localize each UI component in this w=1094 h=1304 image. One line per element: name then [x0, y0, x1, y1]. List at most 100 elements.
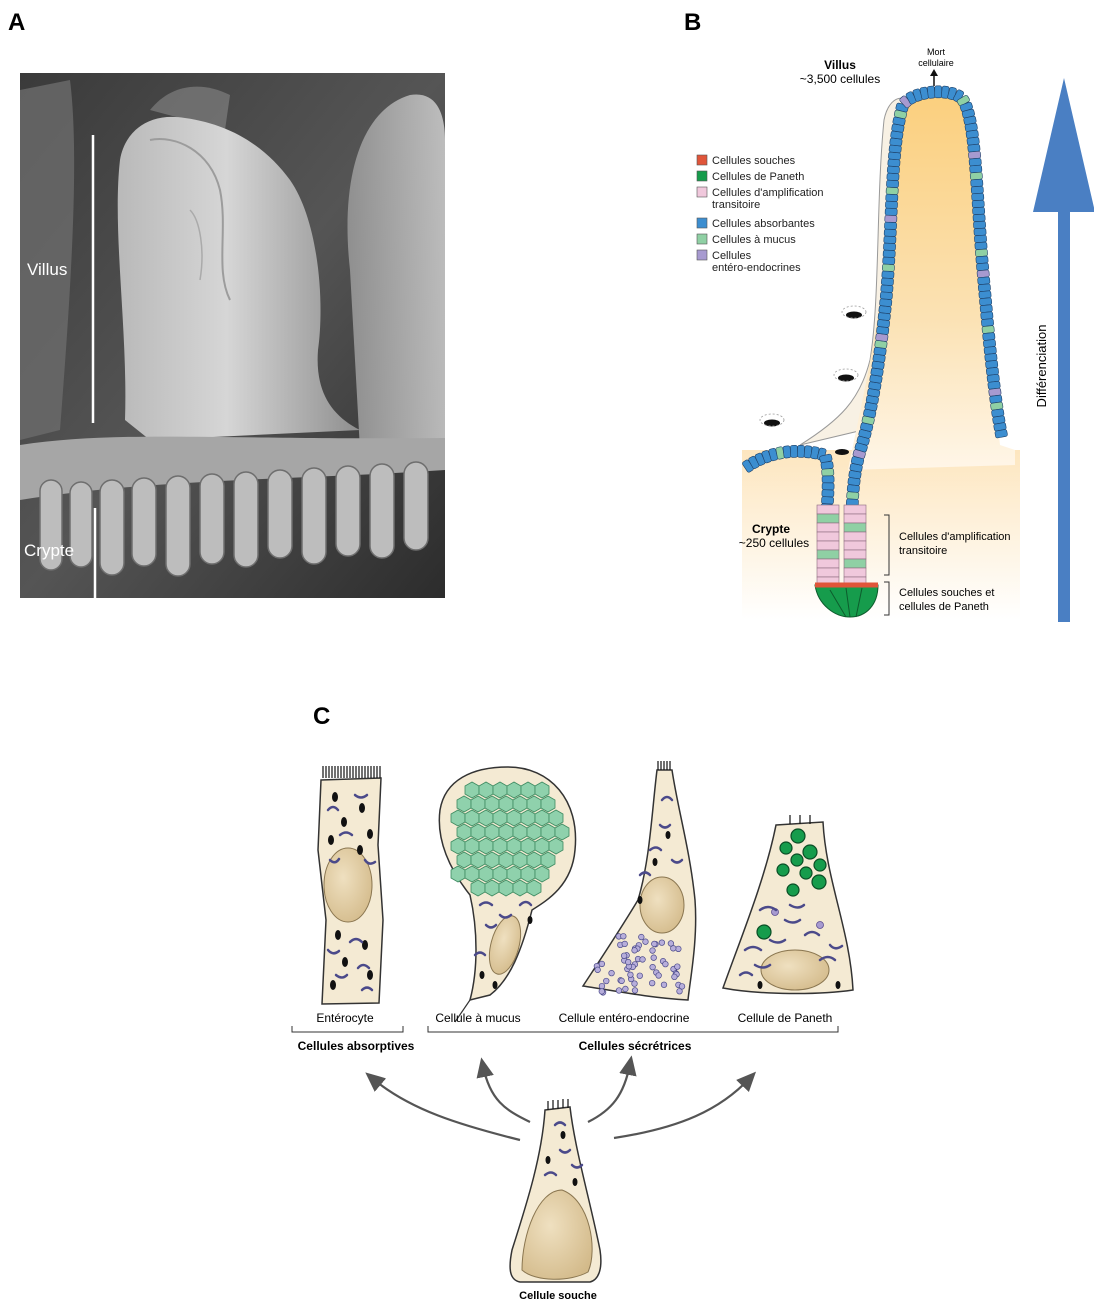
- epithelial-cell: [979, 291, 992, 299]
- paneth-label: Cellule de Paneth: [738, 1011, 833, 1025]
- mucus-granule: [541, 852, 555, 868]
- bracket-stem-line-2: cellules de Paneth: [899, 601, 989, 613]
- crypt-cell-left: [817, 559, 839, 568]
- mucus-granule: [485, 796, 499, 812]
- mucus-granule: [507, 866, 521, 882]
- secretory-granule: [663, 961, 669, 967]
- mucus-granule: [527, 880, 541, 896]
- enterocyte-label: Entérocyte: [316, 1011, 374, 1025]
- mucus-granule: [457, 796, 471, 812]
- secretory-granule: [609, 970, 615, 976]
- epithelial-cell: [978, 284, 991, 292]
- paneth-cell-illustration: [723, 815, 853, 994]
- mucus-granule: [549, 810, 563, 826]
- secretory-granule: [622, 941, 628, 947]
- crypt-cell-left: [817, 514, 839, 523]
- mucus-granule: [521, 810, 535, 826]
- secretory-granule: [659, 940, 665, 946]
- secretory-granule: [650, 964, 656, 970]
- epithelial-cell: [822, 469, 834, 477]
- stem-cell-illustration: [510, 1099, 601, 1282]
- crypt-cell-left: [817, 550, 839, 559]
- crypt-cell-right: [844, 550, 866, 559]
- legend-label: Cellules absorbantes: [712, 218, 815, 230]
- crypt-photo-label: Crypte: [24, 541, 74, 560]
- mucus-granule: [479, 838, 493, 854]
- panel-b-letter: B: [684, 9, 701, 36]
- mucus-granule: [499, 880, 513, 896]
- bracket-transit-line-2: transitoire: [899, 545, 947, 557]
- mucus-granule: [549, 838, 563, 854]
- epithelial-cell: [885, 201, 897, 209]
- epithelial-cell: [971, 186, 983, 194]
- secretory-granule: [632, 948, 638, 954]
- epithelial-cell: [975, 249, 987, 257]
- epithelial-cell: [847, 492, 859, 500]
- secretory-granule: [619, 978, 625, 984]
- mucus-granule: [493, 866, 507, 882]
- secretory-granule: [651, 955, 657, 961]
- mucus-granule: [521, 782, 535, 798]
- epithelial-cell: [881, 278, 893, 286]
- secretory-granule: [656, 973, 662, 979]
- legend-label: transitoire: [712, 199, 760, 211]
- mucus-granule: [451, 866, 465, 882]
- crypt-cell-right: [844, 568, 866, 577]
- mucus-granule: [507, 838, 521, 854]
- mucus-granule: [471, 796, 485, 812]
- crypt-title: Crypte: [752, 522, 790, 536]
- mucus-granule: [457, 852, 471, 868]
- crypt-cell-right: [844, 523, 866, 532]
- epithelial-cell: [968, 151, 981, 159]
- mucus-granule: [541, 796, 555, 812]
- epithelial-cell: [884, 222, 896, 230]
- secretory-granule: [603, 978, 609, 984]
- mucus-granule: [479, 810, 493, 826]
- goblet-cell-illustration: [439, 767, 575, 1022]
- epithelial-cell: [821, 497, 833, 505]
- crypt-count: ~250 cellules: [739, 536, 809, 550]
- epithelial-cell: [884, 229, 896, 237]
- mucus-granule: [535, 838, 549, 854]
- epithelial-cell: [783, 446, 791, 459]
- legend-label: entéro-endocrines: [712, 262, 801, 274]
- legend-label: Cellules d'amplification: [712, 187, 824, 199]
- sem-micrograph: [20, 73, 445, 598]
- crypt-cell-left: [817, 532, 839, 541]
- epithelial-cell: [979, 298, 992, 306]
- epithelial-cell: [882, 264, 894, 272]
- villus-count: ~3,500 cellules: [800, 72, 880, 86]
- secretory-granule: [651, 941, 657, 947]
- secretory-granule: [621, 953, 627, 959]
- secretory-granule: [621, 933, 627, 939]
- mucus-granule: [471, 852, 485, 868]
- secretory-granule: [640, 957, 646, 963]
- mucus-granule: [499, 852, 513, 868]
- secretory-granule: [625, 959, 631, 965]
- mucus-granule: [535, 782, 549, 798]
- stem-cell-label: Cellule souche: [519, 1290, 597, 1302]
- secretory-granule: [638, 934, 644, 940]
- epithelial-cell: [976, 263, 989, 271]
- epithelial-cell: [971, 179, 983, 187]
- group-secretory-label: Cellules sécrétrices: [579, 1039, 692, 1053]
- epithelial-cell: [976, 256, 989, 264]
- secretory-granule: [675, 964, 681, 970]
- epithelial-cell: [886, 180, 898, 188]
- epithelial-cell: [975, 242, 987, 250]
- mucus-granule: [535, 810, 549, 826]
- secretory-granule: [676, 946, 682, 952]
- epithelial-cell: [887, 173, 899, 181]
- mucus-granule: [507, 810, 521, 826]
- epithelial-cell: [974, 228, 986, 236]
- panel-c: C: [292, 703, 853, 1302]
- legend-label: Cellules: [712, 250, 752, 262]
- secretory-granule: [661, 982, 667, 988]
- panel-c-letter: C: [313, 703, 330, 730]
- secretory-granule: [672, 974, 678, 980]
- mucus-granule: [485, 852, 499, 868]
- secretory-granule: [599, 989, 605, 995]
- mucus-granule: [513, 824, 527, 840]
- secretory-granule: [679, 984, 685, 990]
